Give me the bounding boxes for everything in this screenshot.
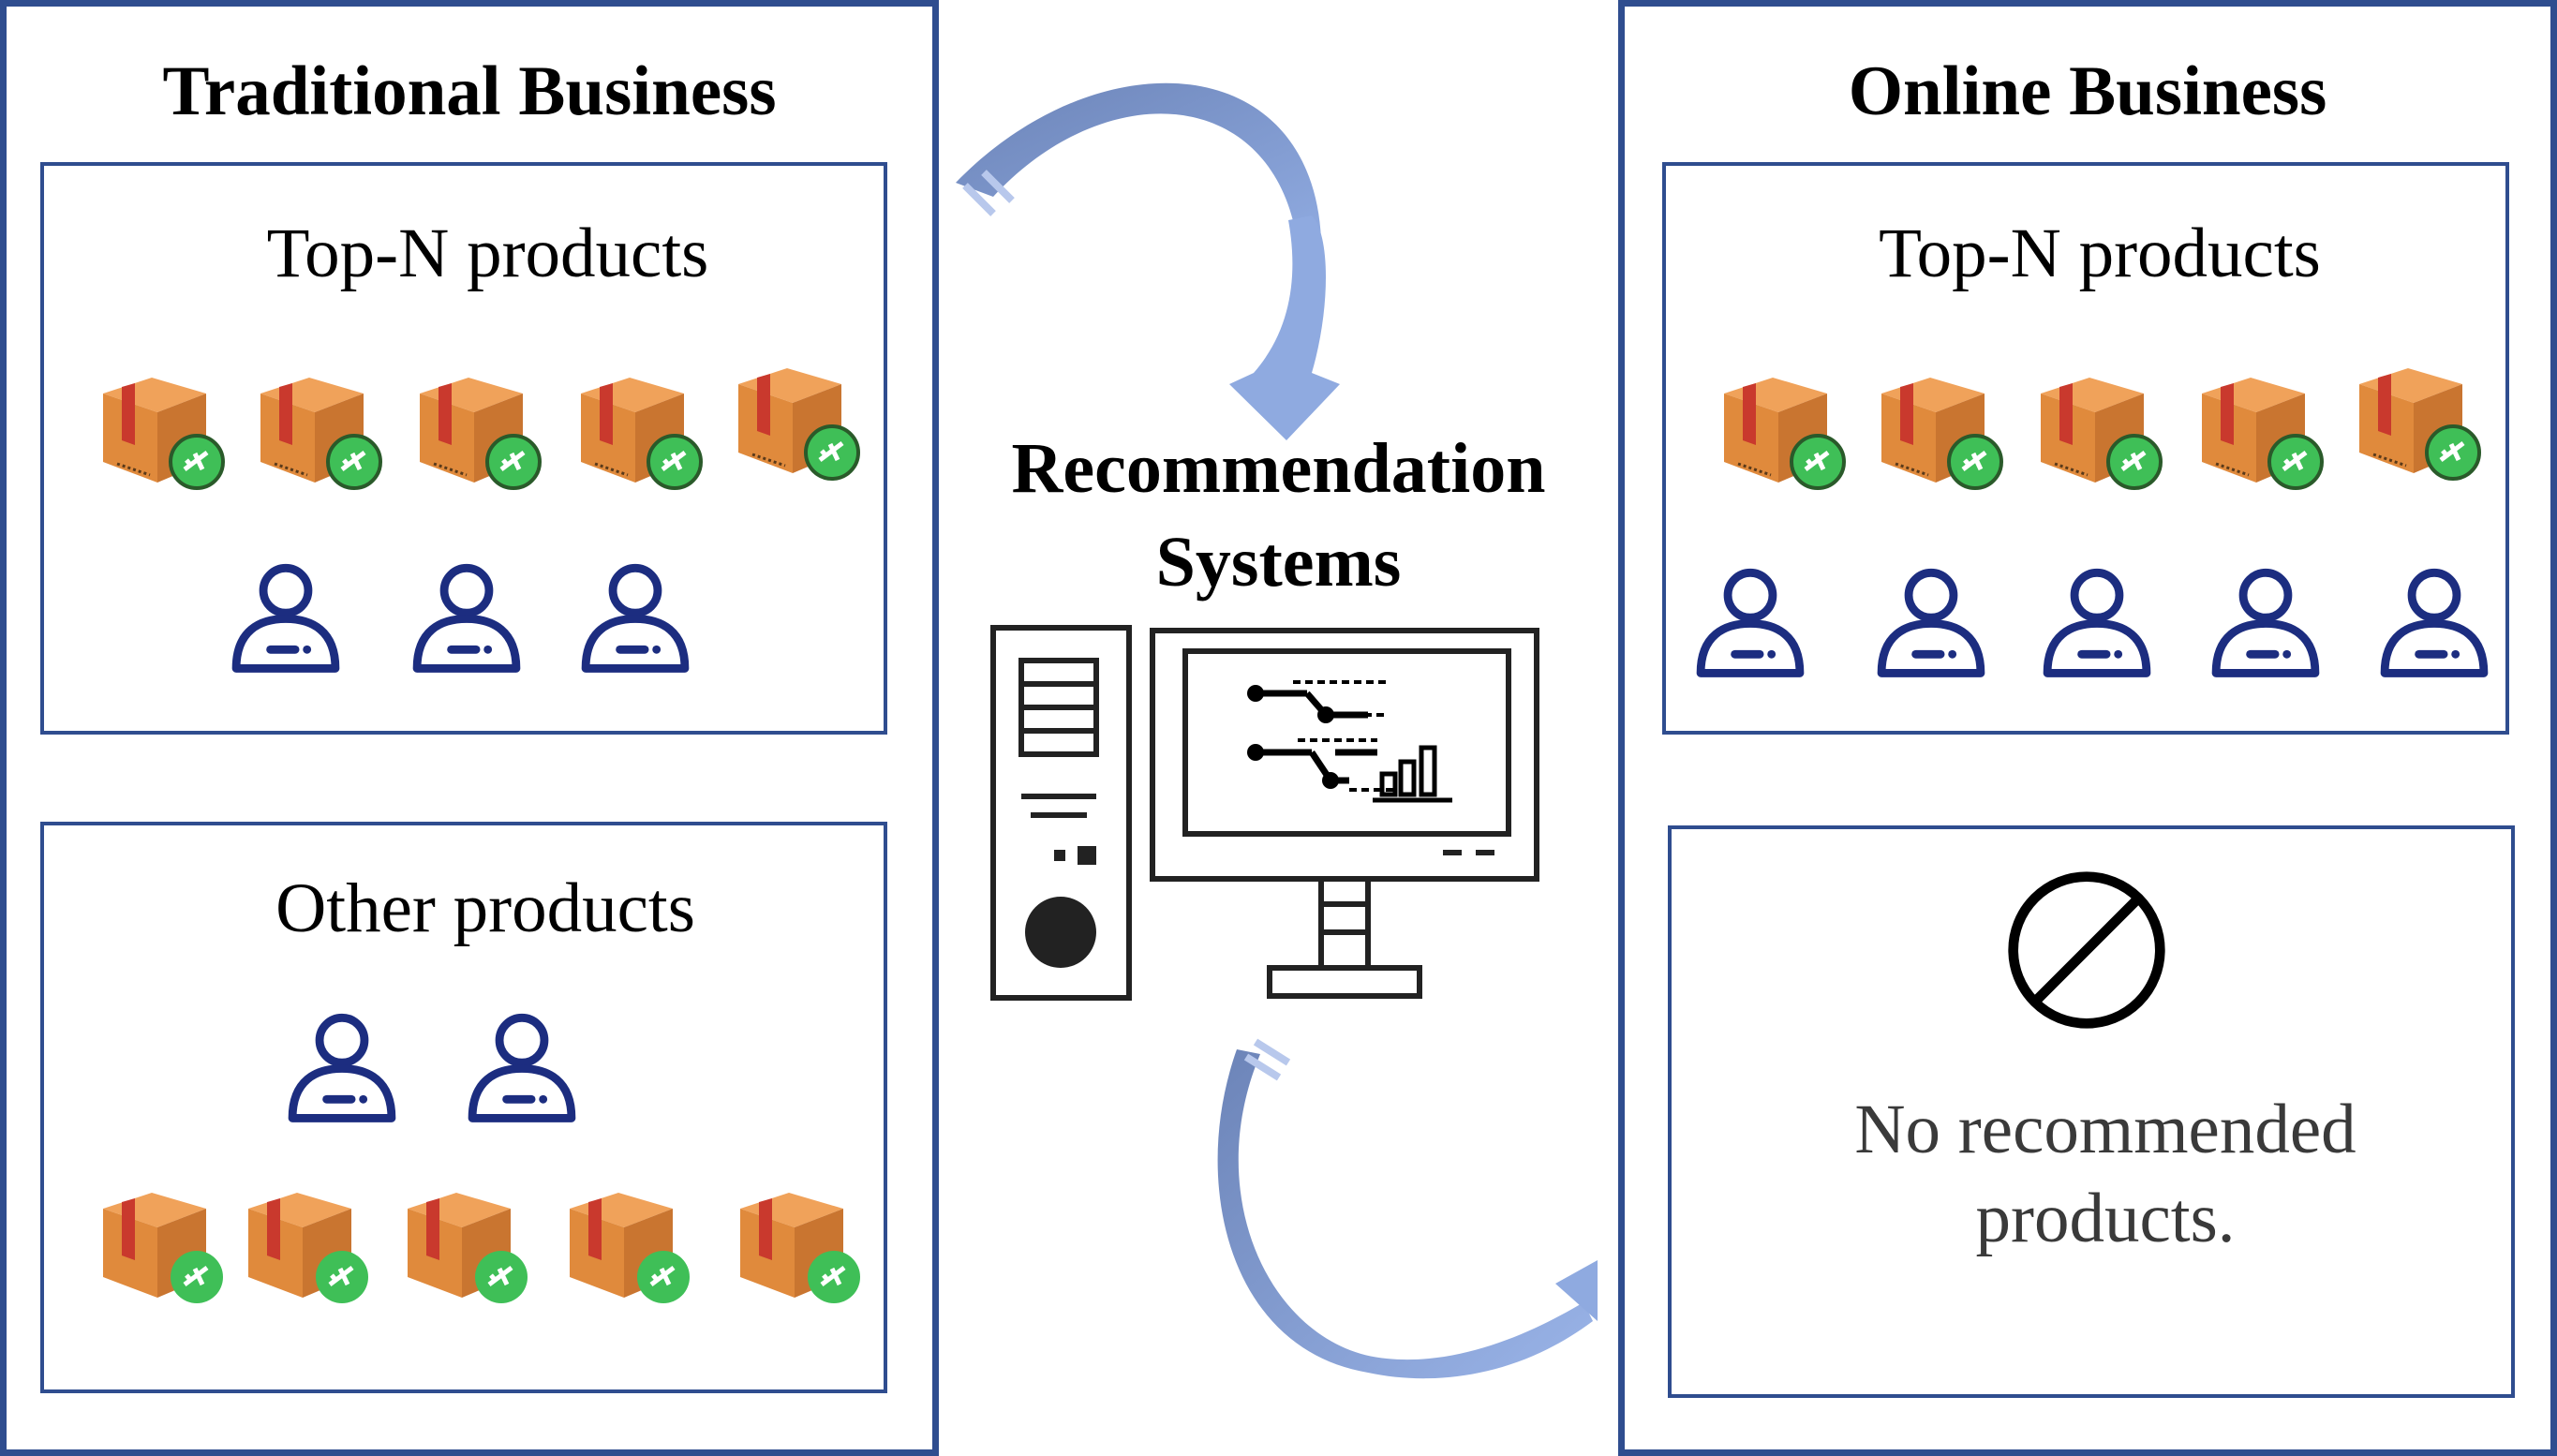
traditional-other-products-box [40,822,887,1393]
user-icon [283,1007,401,1125]
product-icon [94,1176,234,1307]
user-icon [1872,562,1990,680]
user-icon [1691,562,1809,680]
recommendation-systems-title-line2: Systems [1155,523,1402,602]
user-icon [463,1007,581,1125]
product-icon [398,1176,539,1307]
traditional-top-n-label: Top-N products [266,215,709,292]
user-icon [408,557,526,676]
traditional-top-n-box [40,162,887,735]
user-icon [576,557,694,676]
online-business-title: Online Business [1848,52,2327,130]
user-icon [2375,562,2493,680]
product-icon [731,1176,871,1307]
no-recommended-line1: No recommended [1854,1091,2356,1168]
product-icon [410,361,551,492]
other-products-label: Other products [275,869,695,947]
user-icon [2207,562,2325,680]
product-icon [2031,361,2172,492]
product-icon [560,1176,701,1307]
no-recommended-line2: products. [1975,1180,2236,1257]
recommendation-systems-title-line1: Recommendation [1011,429,1546,508]
prohibited-icon [2003,867,2170,1033]
online-top-n-box [1662,162,2509,735]
user-icon [2038,562,2156,680]
circuit-bar-chart-icon [1246,673,1454,809]
no-recommendation-box [1668,825,2515,1398]
user-icon [227,557,345,676]
traditional-business-panel [0,0,939,1456]
product-icon [1872,361,2013,492]
product-icon [251,361,392,492]
online-top-n-label: Top-N products [1879,215,2321,292]
product-icon [2350,351,2490,483]
product-icon [729,351,870,483]
bottom-curved-arrow [1217,1038,1598,1379]
product-icon [572,361,712,492]
desktop-computer-icon [989,623,1546,1003]
top-curved-arrow [956,82,1340,440]
product-icon [94,361,234,492]
online-business-panel [1618,0,2557,1456]
product-icon [2193,361,2333,492]
traditional-business-title: Traditional Business [162,52,777,130]
product-icon [239,1176,379,1307]
product-icon [1715,361,1855,492]
